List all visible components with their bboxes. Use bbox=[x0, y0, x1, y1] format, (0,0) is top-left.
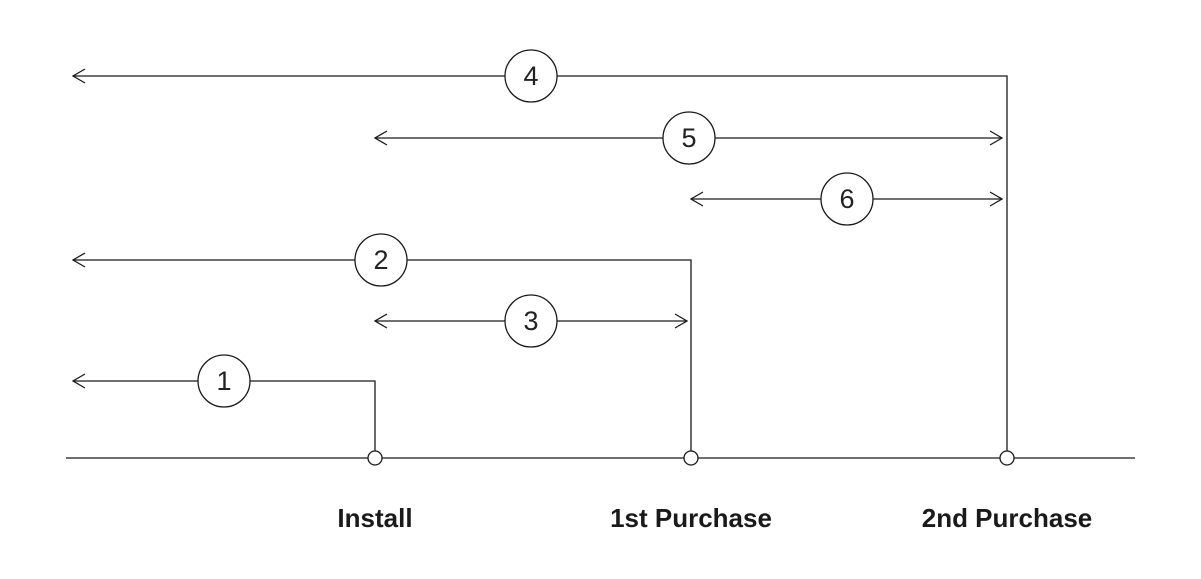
install-node bbox=[367, 450, 383, 466]
interval-5: 5 bbox=[373, 111, 1004, 165]
interval-5-label: 5 bbox=[681, 123, 696, 153]
interval-2-label: 2 bbox=[373, 245, 388, 275]
left-arrowhead-icon bbox=[71, 373, 86, 389]
interval-6-label: 6 bbox=[839, 184, 854, 214]
interval-2-line bbox=[73, 259, 692, 458]
right-arrowhead-icon bbox=[674, 313, 689, 329]
interval-1-line bbox=[73, 380, 376, 458]
interval-1: 1 bbox=[71, 354, 376, 458]
interval-5-badge bbox=[662, 111, 716, 165]
second-purchase-label: 2nd Purchase bbox=[922, 503, 1093, 533]
interval-4-badge bbox=[504, 49, 558, 103]
interval-4: 4 bbox=[71, 49, 1008, 458]
right-arrowhead-icon bbox=[989, 130, 1004, 146]
left-arrowhead-icon bbox=[71, 68, 86, 84]
first-purchase-node bbox=[683, 450, 699, 466]
interval-2: 2 bbox=[71, 233, 692, 458]
left-arrowhead-icon bbox=[689, 191, 704, 207]
interval-6: 6 bbox=[689, 172, 1004, 226]
left-arrowhead-icon bbox=[373, 313, 388, 329]
interval-2-badge bbox=[354, 233, 408, 287]
interval-3-badge bbox=[504, 294, 558, 348]
interval-1-label: 1 bbox=[216, 366, 231, 396]
second-purchase-node bbox=[999, 450, 1015, 466]
interval-4-label: 4 bbox=[523, 61, 538, 91]
install-label: Install bbox=[337, 503, 412, 533]
interval-6-badge bbox=[820, 172, 874, 226]
right-arrowhead-icon bbox=[989, 191, 1004, 207]
left-arrowhead-icon bbox=[71, 252, 86, 268]
interval-3-label: 3 bbox=[523, 306, 538, 336]
first-purchase-label: 1st Purchase bbox=[610, 503, 772, 533]
interval-1-badge bbox=[197, 354, 251, 408]
interval-4-line bbox=[73, 75, 1008, 458]
left-arrowhead-icon bbox=[373, 130, 388, 146]
interval-3: 3 bbox=[373, 294, 689, 348]
